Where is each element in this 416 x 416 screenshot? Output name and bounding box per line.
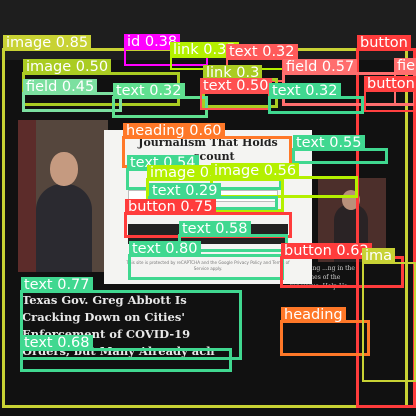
recaptcha-legal-text: This site is protected by reCAPTCHA and … <box>126 260 290 271</box>
main-story-headline[interactable]: Texas Gov. Greg Abbott Is Cracking Down … <box>22 292 238 360</box>
detection-box-text: text 0.50 <box>200 78 272 110</box>
detection-box-button: button <box>364 76 416 112</box>
detection-label: image 0.56 <box>211 163 300 179</box>
detection-label: field 0.57 <box>283 59 358 75</box>
detection-label: button <box>357 35 411 51</box>
detection-label: id 0.38 <box>124 34 181 50</box>
detection-box-field: field 0.45 <box>22 79 122 112</box>
detection-box-text: text 0.80 <box>128 241 284 280</box>
detection-box-image: image 0.56 <box>210 163 358 198</box>
detection-label: text 0.50 <box>200 78 272 94</box>
detection-label: text 0.80 <box>129 241 201 257</box>
detection-label: text 0.32 <box>226 44 298 60</box>
detection-label: link 0.3 <box>203 65 263 81</box>
detection-label: image 0.50 <box>23 59 112 75</box>
main-story-headline-text: Texas Gov. Greg Abbott Is Cracking Down … <box>22 293 191 358</box>
detection-label: heading <box>281 307 346 323</box>
detection-label: link 0.35 <box>170 42 239 58</box>
detection-label: button 0.62 <box>281 243 372 259</box>
detection-label: heading 0.60 <box>123 123 225 139</box>
detection-box-text: text 0.77 <box>20 277 242 360</box>
hero-photo <box>18 120 108 272</box>
detection-label: button <box>364 76 416 92</box>
detection-box-button: button 0.62 <box>280 243 404 288</box>
detection-box-text: text 0.55 <box>292 135 388 164</box>
detection-label: field 0.45 <box>23 79 98 95</box>
detection-label: text 0.32 <box>113 83 185 99</box>
person-figure <box>36 184 92 272</box>
person-head <box>50 152 78 186</box>
detection-label: text 0.68 <box>21 335 93 351</box>
detection-label: ima <box>362 248 396 264</box>
detection-label: text 0.32 <box>269 83 341 99</box>
detection-label: field <box>394 58 416 74</box>
detection-label: text 0.29 <box>149 183 221 199</box>
main-story-headline-tail: ach <box>191 344 215 358</box>
detection-box-text: text 0.32 <box>268 83 364 114</box>
detection-label: image 0. <box>147 165 217 181</box>
flag-backdrop <box>18 120 36 272</box>
detection-label: text 0.55 <box>293 135 365 151</box>
detection-box-image: image 0.50 <box>22 59 180 106</box>
detection-label: text 0.77 <box>21 277 93 293</box>
detection-box-ima: ima <box>362 248 416 382</box>
detection-box-heading: heading <box>280 307 370 356</box>
detection-label: image 0.85 <box>3 35 92 51</box>
modal-title-line-1: Journalism That Holds <box>138 136 278 149</box>
detection-box-button: button <box>356 35 416 408</box>
detection-box-text: text 0.32 <box>112 83 208 118</box>
detection-box-text: text 0.68 <box>20 335 232 372</box>
detection-box-id: id 0.38 <box>124 34 208 66</box>
detection-label: button 0.75 <box>125 199 216 215</box>
detection-label: text 0.58 <box>179 221 251 237</box>
